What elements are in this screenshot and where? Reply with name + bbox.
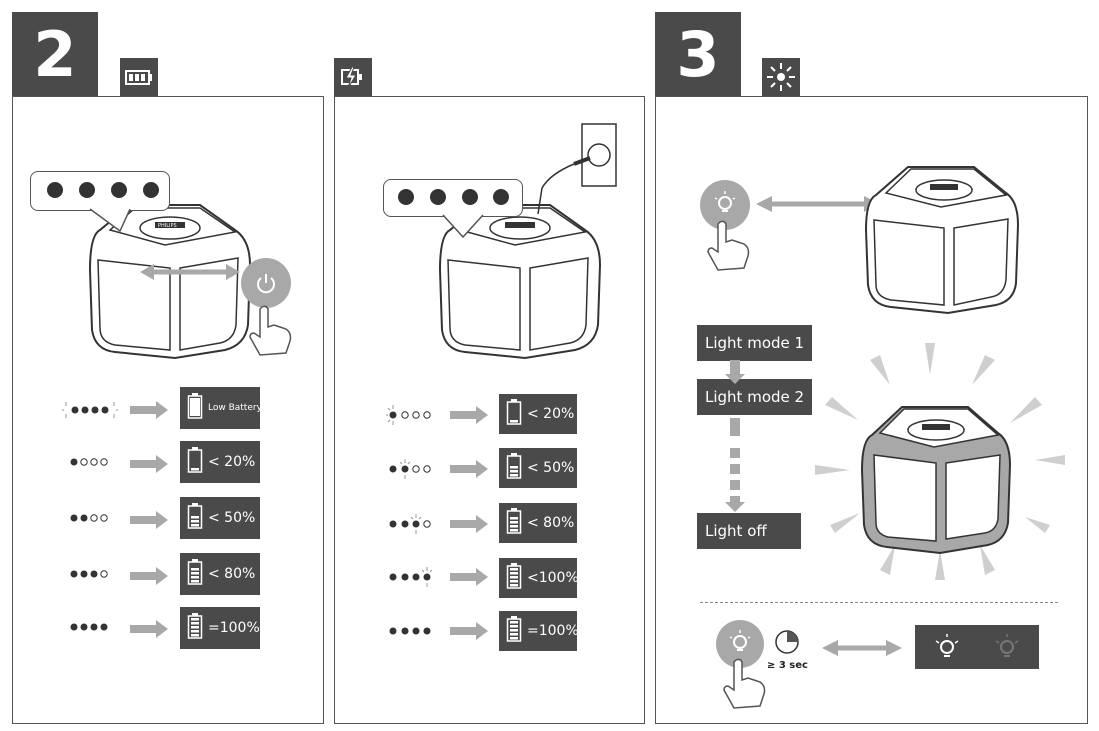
- led-dots: [398, 189, 509, 239]
- power-button[interactable]: [241, 258, 291, 308]
- charging-icon: [341, 66, 362, 89]
- power-outlet: [537, 123, 617, 215]
- led-pattern-3: [389, 514, 431, 534]
- led-dots: [47, 182, 159, 233]
- charging-icon-tab: [334, 58, 372, 96]
- led-pattern-3: [70, 570, 108, 578]
- level-arrow: [130, 401, 168, 419]
- battery-icon: [187, 503, 203, 533]
- battery-icon: [506, 508, 522, 538]
- light-mode-2-box: Light mode 2: [697, 379, 813, 415]
- led-pattern-low: [62, 402, 118, 418]
- led-pattern-2: [70, 514, 108, 522]
- charging-level-box: < 20%: [499, 394, 577, 434]
- battery-icon: [187, 447, 203, 477]
- battery-icon: [506, 453, 522, 483]
- led-pattern-5: [389, 627, 431, 635]
- battery-icon: [125, 70, 152, 85]
- light-state-box: [915, 625, 1039, 669]
- battery-icon: [506, 399, 522, 429]
- level-arrow: [130, 511, 168, 529]
- led-pattern-1: [386, 405, 431, 425]
- speaker-illustration: [438, 204, 602, 360]
- charging-level-box: < 50%: [499, 448, 577, 488]
- battery-icon: [187, 559, 203, 589]
- led-pattern-1: [70, 458, 108, 466]
- battery-level-box: < 50%: [180, 497, 260, 539]
- power-icon: [257, 274, 275, 294]
- hand-pointer-icon: [707, 220, 750, 271]
- hand-pointer-icon: [249, 305, 292, 356]
- light-mode-1-box: Light mode 1: [697, 325, 813, 361]
- battery-icon-tab: [120, 58, 158, 96]
- charging-arrow: [450, 622, 488, 640]
- battery-icon: [187, 613, 203, 643]
- speaker-illustration: PHILIPS: [88, 204, 252, 360]
- double-arrow: [140, 264, 240, 280]
- section-divider: [700, 602, 1058, 603]
- speaker-illustration: [864, 166, 1020, 315]
- battery-level-box: < 80%: [180, 553, 260, 595]
- hold-duration-label: ≥ 3 sec: [767, 660, 808, 671]
- charging-level-box: =100%: [499, 611, 579, 651]
- charging-level-box: < 80%: [499, 503, 577, 543]
- double-arrow: [822, 640, 902, 656]
- light-icon-tab: [762, 58, 800, 96]
- sun-icon: [767, 63, 795, 91]
- hand-pointer-icon: [723, 658, 766, 709]
- step-2-number: 2: [12, 12, 98, 98]
- level-arrow: [130, 455, 168, 473]
- led-pattern-2: [389, 459, 431, 479]
- timer-icon: [775, 630, 799, 654]
- battery-icon: [506, 563, 522, 593]
- charging-level-box: <100%: [499, 558, 579, 598]
- light-off-box: Light off: [697, 513, 801, 549]
- battery-level-box: Low Battery: [180, 387, 262, 429]
- level-arrow: [130, 567, 168, 585]
- led-pattern-4: [389, 567, 433, 587]
- charging-arrow: [450, 460, 488, 478]
- glowing-speaker-illustration: [815, 343, 1065, 580]
- battery-icon: [187, 393, 203, 423]
- battery-level-box: < 20%: [180, 441, 260, 483]
- charging-arrow: [450, 515, 488, 533]
- mode-flow-arrows: [725, 360, 745, 512]
- charging-arrow: [450, 406, 488, 424]
- light-bulb-icon: [729, 630, 751, 651]
- charging-arrow: [450, 568, 488, 586]
- battery-icon: [506, 616, 522, 646]
- led-pattern-4: [70, 623, 108, 631]
- level-arrow: [130, 620, 168, 638]
- light-off-icon: [995, 634, 1019, 657]
- light-bulb-icon: [714, 191, 736, 212]
- battery-level-box: =100%: [180, 607, 260, 649]
- brand-label: PHILIPS: [158, 223, 177, 229]
- step-3-number: 3: [655, 12, 741, 98]
- light-on-icon: [935, 634, 959, 657]
